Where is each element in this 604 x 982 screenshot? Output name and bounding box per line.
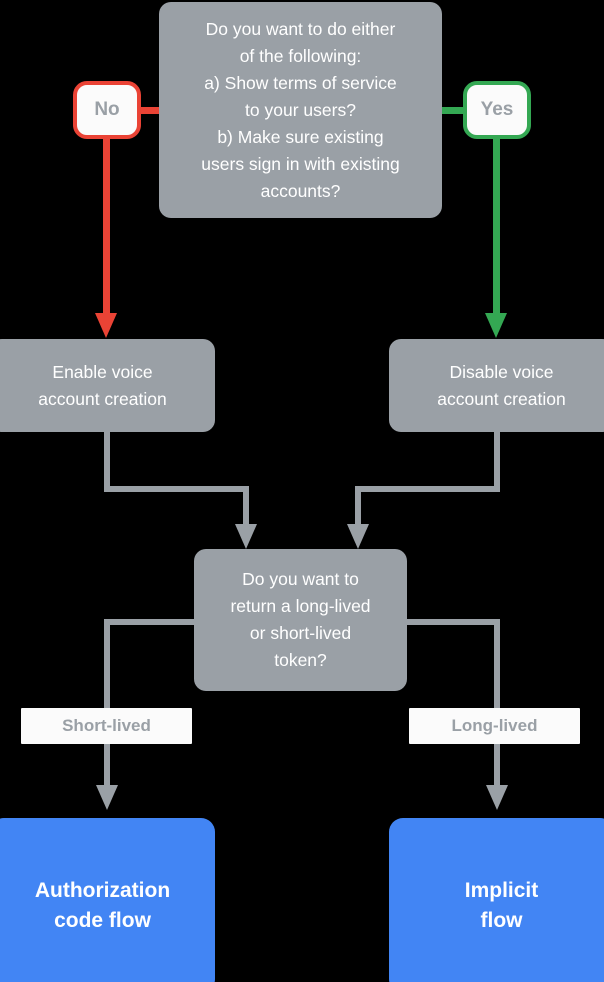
connector-enable-across xyxy=(104,486,249,492)
auth-code-flow-line-2: code flow xyxy=(54,908,151,932)
question-top-line-6: users sign in with existing xyxy=(201,153,400,174)
question-top-node: Do you want to do either of the followin… xyxy=(159,2,442,218)
answer-yes-label: Yes xyxy=(480,99,514,120)
question-token-line-3: or short-lived xyxy=(249,623,352,643)
edge-label-long-lived-text: Long-lived xyxy=(451,716,538,735)
enable-voice-node: Enable voice account creation xyxy=(0,339,215,432)
enable-voice-line-1: Enable voice xyxy=(52,361,153,382)
answer-no-label: No xyxy=(94,99,120,120)
question-top-line-1: Do you want to do either xyxy=(205,18,396,39)
arrowhead-yes-to-disable xyxy=(485,313,507,338)
connector-yes-to-disable xyxy=(493,138,500,320)
question-top-line-3: a) Show terms of service xyxy=(204,72,397,93)
implicit-flow-line-1: Implicit xyxy=(464,878,539,902)
connector-no-to-enable xyxy=(103,138,110,320)
question-token-node: Do you want to return a long-lived or sh… xyxy=(194,549,407,691)
question-top-line-2: of the following: xyxy=(239,45,362,66)
question-token-line-1: Do you want to xyxy=(242,569,359,589)
question-top-line-5: b) Make sure existing xyxy=(217,126,384,147)
connector-token-right-down xyxy=(494,619,500,789)
connector-question-to-no xyxy=(137,107,163,114)
connector-enable-drop xyxy=(104,432,110,492)
arrowhead-disable-to-token xyxy=(347,524,369,549)
question-top-line-4: to your users? xyxy=(245,99,356,120)
arrowhead-long-to-implicit xyxy=(486,785,508,810)
question-top-line-7: accounts? xyxy=(260,180,341,201)
arrowhead-enable-to-token xyxy=(235,524,257,549)
question-token-line-4: token? xyxy=(274,650,327,670)
connector-question-to-yes xyxy=(440,107,466,114)
auth-code-flow-line-1: Authorization xyxy=(34,878,171,902)
disable-voice-node: Disable voice account creation xyxy=(389,339,604,432)
connector-disable-across xyxy=(355,486,500,492)
connector-token-left-down xyxy=(104,619,110,789)
disable-voice-line-2: account creation xyxy=(437,388,566,409)
connector-disable-drop xyxy=(494,432,500,492)
connector-token-right-across xyxy=(406,619,500,625)
disable-voice-line-1: Disable voice xyxy=(449,361,554,382)
edge-label-short-lived-text: Short-lived xyxy=(62,716,151,735)
edge-label-short-lived: Short-lived xyxy=(21,708,192,744)
connector-token-left-across xyxy=(104,619,201,625)
arrowhead-no-to-enable xyxy=(95,313,117,338)
answer-yes-button[interactable]: Yes xyxy=(463,81,531,139)
arrowhead-short-to-auth xyxy=(96,785,118,810)
question-token-line-2: return a long-lived xyxy=(230,596,371,616)
implicit-flow-line-2: flow xyxy=(480,908,523,932)
enable-voice-line-2: account creation xyxy=(38,388,167,409)
connector-enable-down xyxy=(243,486,249,528)
implicit-flow-node: Implicit flow xyxy=(389,818,604,982)
auth-code-flow-node: Authorization code flow xyxy=(0,818,215,982)
answer-no-button[interactable]: No xyxy=(73,81,141,139)
connector-disable-down xyxy=(355,486,361,528)
edge-label-long-lived: Long-lived xyxy=(409,708,580,744)
